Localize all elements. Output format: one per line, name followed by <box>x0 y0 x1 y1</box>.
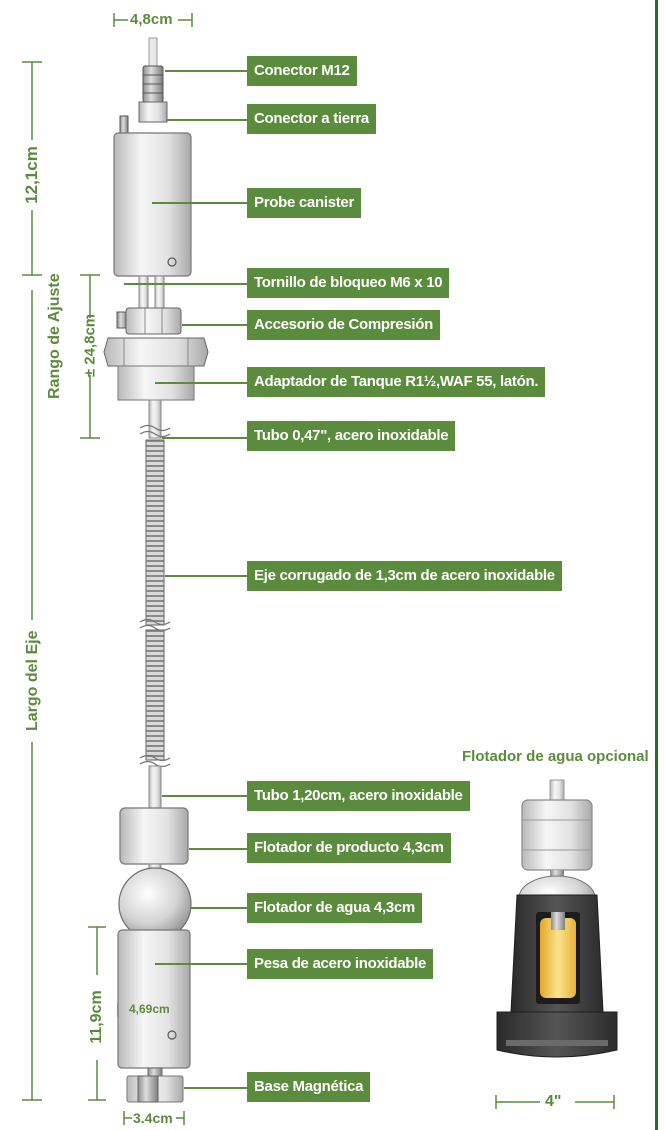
leader-stainless-weight <box>155 963 247 965</box>
label-tube-120: Tubo 1,20cm, acero inoxidable <box>247 781 470 811</box>
label-tank-adapter: Adaptador de Tanque R1½,WAF 55, latón. <box>247 367 546 397</box>
label-connector-m12: Conector M12 <box>247 56 357 86</box>
dim-top-height: 12,1cm <box>22 146 41 204</box>
label-corrugated-shaft: Eje corrugado de 1,3cm de acero inoxidab… <box>247 561 562 591</box>
leader-tube-047 <box>162 437 247 439</box>
dim-bottom-height: 11,9cm <box>88 990 105 1044</box>
dim-weight-width: 4,69cm <box>129 1002 170 1016</box>
dim-adjust-range-title: Rango de Ajuste <box>46 273 63 399</box>
leader-water-float <box>191 907 247 909</box>
leader-magnetic-base <box>184 1087 247 1089</box>
dim-top-width: 4,8cm <box>130 11 173 28</box>
leader-compression-fitting <box>182 324 247 326</box>
dim-shaft-length: Largo del Eje <box>24 630 41 731</box>
leader-locking-screw <box>124 283 247 285</box>
label-product-float: Flotador de producto 4,3cm <box>247 833 451 863</box>
optional-float-title: Flotador de agua opcional <box>462 748 649 765</box>
leader-tank-adapter <box>155 382 247 384</box>
leader-connector-m12 <box>165 70 247 72</box>
dim-water-float-width: 4" <box>545 1093 562 1110</box>
label-water-float: Flotador de agua 4,3cm <box>247 893 422 923</box>
right-frame-line <box>655 0 658 1130</box>
leader-tube-120 <box>162 795 247 797</box>
leader-probe-canister <box>152 202 247 204</box>
label-probe-canister: Probe canister <box>247 188 362 218</box>
label-tube-047: Tubo 0,47", acero inoxidable <box>247 421 456 451</box>
leader-product-float <box>189 848 247 850</box>
label-ground-connector: Conector a tierra <box>247 104 376 134</box>
leader-ground-connector <box>166 119 247 121</box>
leader-corrugated-shaft <box>165 575 247 577</box>
optional-water-float-illustration <box>496 779 618 1058</box>
label-magnetic-base: Base Magnética <box>247 1072 371 1102</box>
dim-adjust-range-value: ± 24,8cm <box>81 313 99 378</box>
label-compression-fitting: Accesorio de Compresión <box>247 310 440 340</box>
label-stainless-weight: Pesa de acero inoxidable <box>247 949 434 979</box>
dim-base-width: 3.4cm <box>133 1110 173 1126</box>
label-locking-screw: Tornillo de bloqueo M6 x 10 <box>247 268 450 298</box>
